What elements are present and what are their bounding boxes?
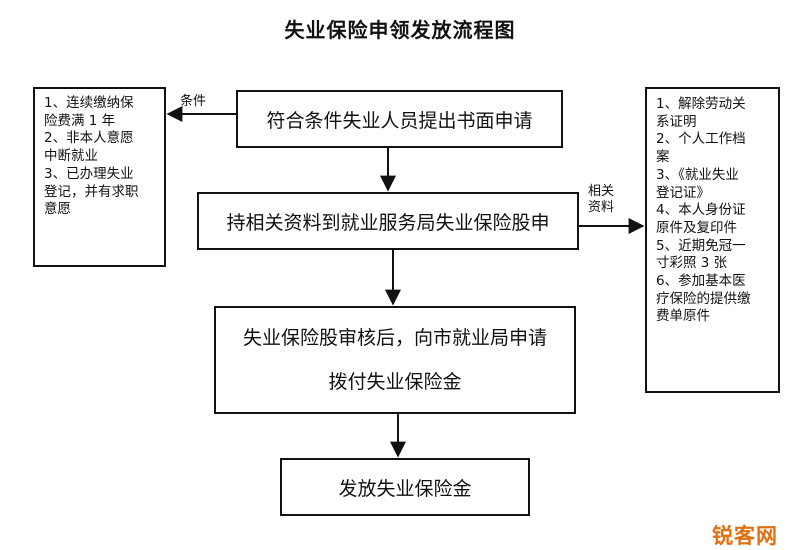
materials-line: 6、参加基本医 bbox=[656, 273, 746, 290]
conditions-box: 1、连续缴纳保 险费满 1 年 2、非本人意愿 中断就业 3、已办理失业 登记，… bbox=[33, 87, 166, 267]
materials-box: 1、解除劳动关 系证明 2、个人工作档 案 3、《就业失业 登记证》 4、本人身… bbox=[645, 87, 780, 393]
materials-line: 疗保险的提供缴 bbox=[656, 290, 751, 307]
conditions-line: 中断就业 bbox=[44, 148, 98, 165]
materials-line: 1、解除劳动关 bbox=[656, 96, 746, 112]
site-watermark: 锐客网 bbox=[712, 524, 778, 548]
materials-line: 登记证》 bbox=[656, 184, 710, 201]
conditions-line: 登记，并有求职 bbox=[44, 183, 139, 200]
step-issue-benefits: 发放失业保险金 bbox=[280, 458, 530, 516]
conditions-line: 险费满 1 年 bbox=[44, 112, 116, 129]
materials-line: 系证明 bbox=[656, 113, 697, 130]
materials-line: 费单原件 bbox=[656, 308, 710, 325]
step-review-and-request: 失业保险股审核后，向市就业局申请 拨付失业保险金 bbox=[214, 306, 576, 414]
conditions-line: 3、已办理失业 bbox=[44, 165, 134, 182]
materials-line: 3、《就业失业 bbox=[656, 166, 739, 183]
conditions-label: 条件 bbox=[180, 94, 207, 109]
step-submit-application: 符合条件失业人员提出书面申请 bbox=[236, 90, 563, 148]
materials-line: 寸彩照 3 张 bbox=[656, 255, 728, 272]
materials-line: 原件及复印件 bbox=[656, 219, 737, 236]
conditions-line: 1、连续缴纳保 bbox=[44, 95, 134, 111]
materials-line: 案 bbox=[656, 149, 670, 166]
materials-label: 相关 资料 bbox=[588, 184, 615, 215]
materials-line: 4、本人身份证 bbox=[656, 202, 746, 219]
materials-line: 5、近期免冠一 bbox=[656, 237, 746, 254]
diagram-title: 失业保险申领发放流程图 bbox=[284, 18, 516, 42]
materials-line: 2、个人工作档 bbox=[656, 131, 746, 148]
conditions-line: 2、非本人意愿 bbox=[44, 130, 134, 147]
step-bring-materials: 持相关资料到就业服务局失业保险股申 bbox=[197, 192, 579, 250]
conditions-line: 意愿 bbox=[44, 201, 71, 218]
